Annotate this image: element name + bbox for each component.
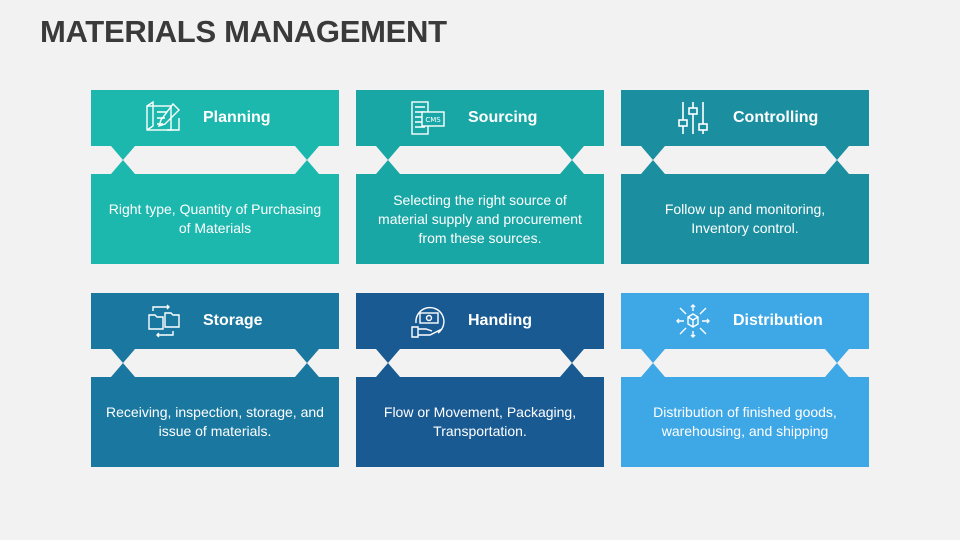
sliders-icon [673,98,713,138]
card-title: Storage [203,312,263,329]
blueprint-icon [143,98,183,138]
connector [376,146,584,174]
card-description: Right type, Quantity of Purchasing of Ma… [91,174,339,264]
card-handing: Handing Flow or Movement, Packaging, Tra… [356,293,604,467]
card-description: Receiving, inspection, storage, and issu… [91,377,339,467]
card-title: Handing [468,312,532,329]
card-header: CMS Sourcing [356,90,604,146]
connector [641,146,849,174]
card-header: Distribution [621,293,869,349]
card-header: Storage [91,293,339,349]
folders-icon [143,301,183,341]
card-sourcing: CMS Sourcing Selecting the right source … [356,90,604,264]
money-hand-icon [408,301,448,341]
cms-server-icon: CMS [408,98,448,138]
card-title: Sourcing [468,109,538,126]
card-planning: Planning Right type, Quantity of Purchas… [91,90,339,264]
card-header: Planning [91,90,339,146]
card-description: Distribution of finished goods, warehous… [621,377,869,467]
card-distribution: Distribution Distribution of finished go… [621,293,869,467]
card-title: Distribution [733,312,823,329]
card-title: Planning [203,109,271,126]
card-header: Handing [356,293,604,349]
card-storage: Storage Receiving, inspection, storage, … [91,293,339,467]
card-description: Selecting the right source of material s… [356,174,604,264]
card-title: Controlling [733,109,819,126]
card-controlling: Controlling Follow up and monitoring, In… [621,90,869,264]
connector [641,349,849,377]
page-title: MATERIALS MANAGEMENT [40,14,447,49]
connector [111,349,319,377]
connector [376,349,584,377]
connector [111,146,319,174]
card-description: Follow up and monitoring, Inventory cont… [621,174,869,264]
card-header: Controlling [621,90,869,146]
distribution-icon [673,301,713,341]
card-description: Flow or Movement, Packaging, Transportat… [356,377,604,467]
svg-text:CMS: CMS [425,116,441,124]
